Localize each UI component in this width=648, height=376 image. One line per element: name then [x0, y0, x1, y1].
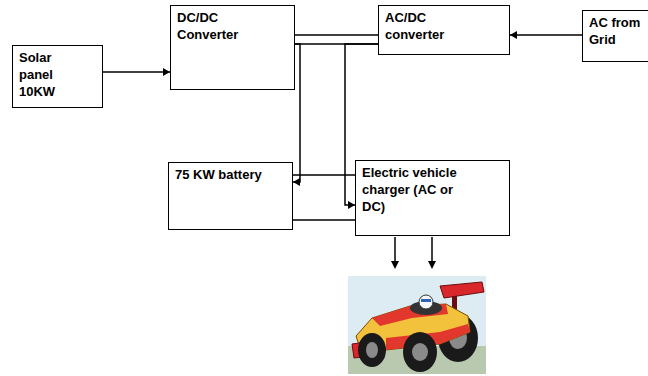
- box-label: DC/DC Converter: [171, 6, 273, 48]
- race-car: [348, 276, 486, 374]
- box-label: Solar panel 10KW: [13, 46, 71, 105]
- connector: [103, 68, 170, 76]
- process-box: AC/DC converter: [378, 5, 510, 55]
- charging-arrows: [391, 237, 436, 269]
- connector: [295, 35, 378, 44]
- process-box: Solar panel 10KW: [12, 45, 103, 108]
- connector: [293, 175, 355, 220]
- process-box: 75 KW battery: [168, 162, 293, 230]
- connector: [510, 31, 582, 39]
- box-label: AC/DC converter: [379, 6, 481, 48]
- box-label: AC from Grid: [583, 11, 648, 53]
- process-box: DC/DC Converter: [170, 5, 295, 90]
- box-label: 75 KW battery: [169, 163, 271, 188]
- box-label: Electric vehicle charger (AC or DC): [356, 161, 478, 220]
- process-box: Electric vehicle charger (AC or DC): [355, 160, 510, 236]
- process-box: AC from Grid: [582, 10, 648, 62]
